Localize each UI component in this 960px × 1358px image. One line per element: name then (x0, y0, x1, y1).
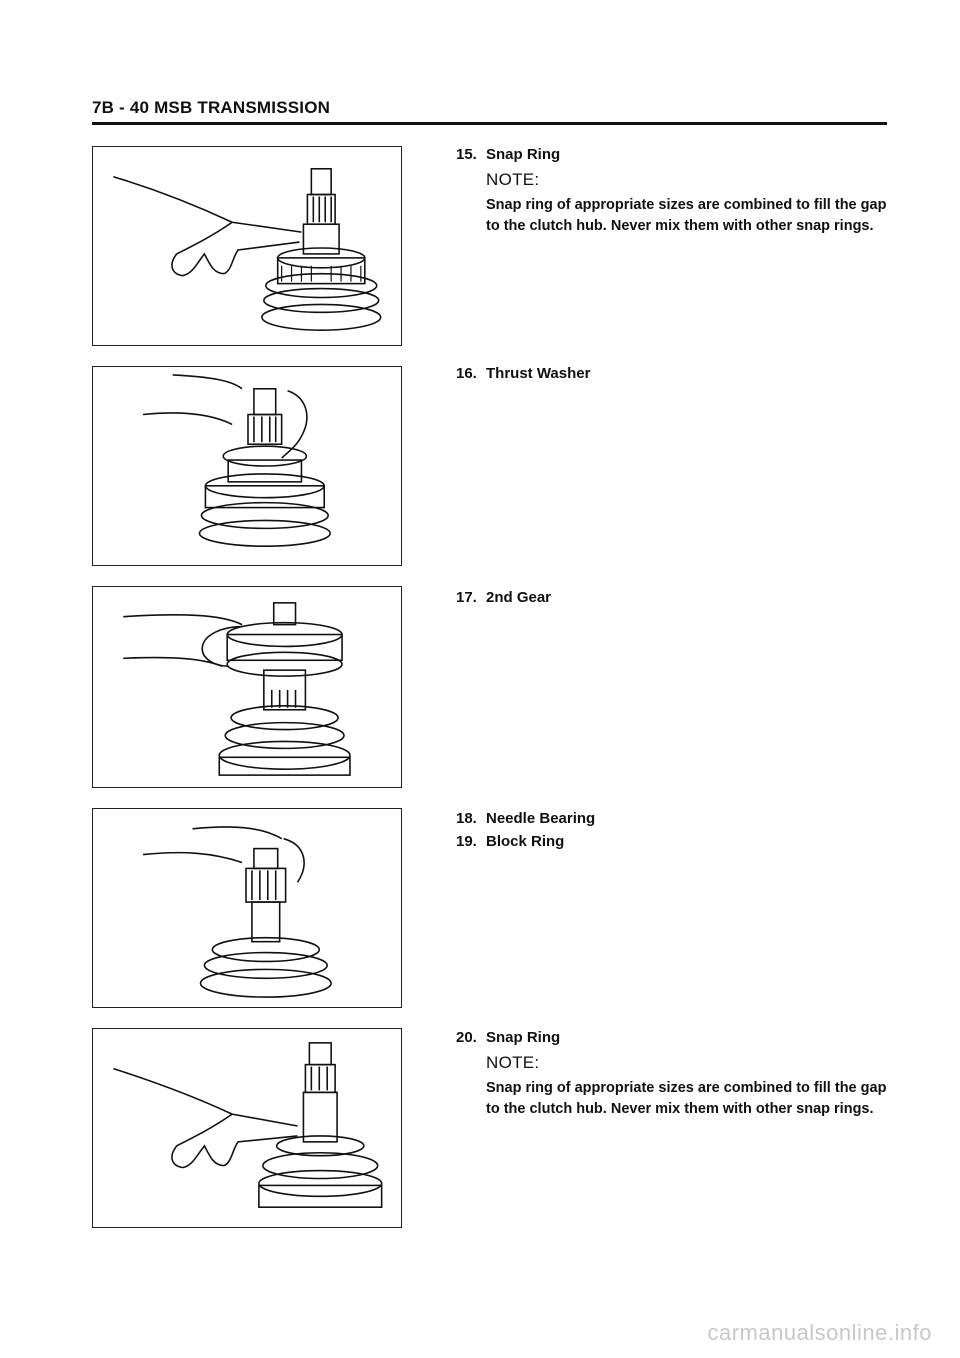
figure-needle-bearing (92, 808, 402, 1008)
page-header: 7B - 40 MSB TRANSMISSION (92, 96, 887, 125)
step-15: 15. Snap Ring NOTE: Snap ring of appropr… (456, 143, 896, 237)
snap-ring-2-illustration (113, 1042, 383, 1208)
second-gear-illustration (123, 602, 351, 776)
figure-thrust-washer (92, 366, 402, 566)
step-number: 19. (456, 833, 477, 850)
step-number: 20. (456, 1029, 477, 1046)
needle-bearing-illustration (142, 826, 332, 998)
page-title: 7B - 40 MSB TRANSMISSION (92, 98, 331, 117)
step-title: Thrust Washer (486, 365, 591, 382)
thrust-washer-illustration (142, 374, 331, 547)
figure-2nd-gear (92, 586, 402, 788)
step-20: 20. Snap Ring NOTE: Snap ring of appropr… (456, 1026, 896, 1120)
step-title: 2nd Gear (486, 589, 552, 606)
step-number: 18. (456, 810, 477, 827)
step-18: 18. Needle Bearing (456, 807, 896, 830)
snap-ring-illustration (113, 167, 382, 331)
watermark-text: carmanualsonline.info (707, 1320, 932, 1345)
step-19: 19. Block Ring (456, 830, 896, 853)
note-label: NOTE: (486, 1053, 540, 1072)
step-title: Snap Ring (486, 146, 561, 163)
note-text: Snap ring of appropriate sizes are combi… (486, 197, 887, 234)
step-title: Snap Ring (486, 1029, 561, 1046)
step-title: Needle Bearing (486, 810, 596, 827)
step-16: 16. Thrust Washer (456, 362, 896, 385)
step-number: 16. (456, 365, 477, 382)
step-number: 15. (456, 146, 477, 163)
step-title: Block Ring (486, 833, 565, 850)
note-text: Snap ring of appropriate sizes are combi… (486, 1080, 887, 1117)
step-number: 17. (456, 589, 477, 606)
figure-snap-ring-2 (92, 1028, 402, 1228)
figure-snap-ring (92, 146, 402, 346)
step-17: 17. 2nd Gear (456, 586, 896, 609)
note-label: NOTE: (486, 170, 540, 189)
